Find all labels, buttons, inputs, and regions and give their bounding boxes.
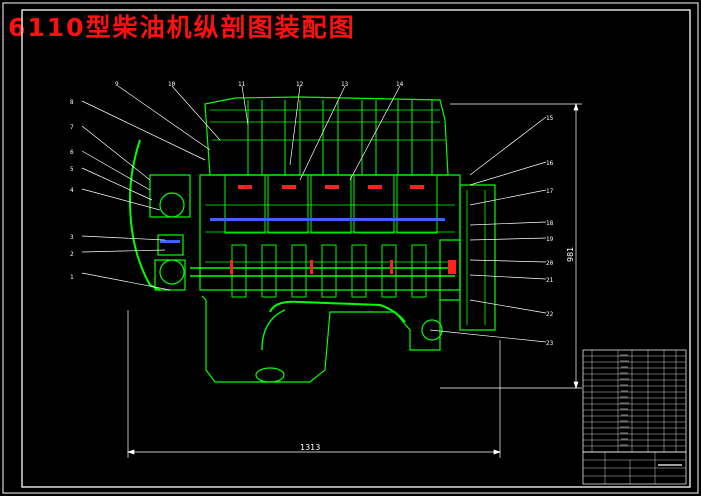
dimension-lines [126,102,582,458]
part-label: 8 [70,99,74,106]
title-block [582,451,687,485]
part-labels: 1 2 3 4 5 6 7 8 9 10 11 12 13 14 15 16 1… [70,81,554,347]
parts-list-marks [620,354,629,446]
inner-border [21,9,691,488]
part-label: 21 [546,277,554,284]
part-label: 22 [546,311,554,318]
part-label: 17 [546,188,554,195]
part-label: 14 [396,81,404,88]
drawing-title: 6110型柴油机纵剖图装配图 [8,13,356,42]
part-label: 3 [70,234,74,241]
part-label: 7 [70,124,74,131]
accent-parts [160,218,445,243]
part-label: 18 [546,220,554,227]
highlight-parts [230,185,456,274]
part-label: 1 [70,274,74,281]
part-label: 2 [70,251,74,258]
part-label: 10 [168,81,176,88]
dimension-height: 981 [566,247,575,262]
part-label: 5 [70,166,74,173]
part-label: 15 [546,115,554,122]
part-label: 13 [341,81,349,88]
part-label: 9 [115,81,119,88]
engine-section [128,96,496,383]
part-label: 19 [546,236,554,243]
oil-pan [201,295,441,383]
part-label: 4 [70,187,74,194]
part-label: 11 [238,81,246,88]
fan-belt [128,139,161,291]
parts-list-table [582,349,687,453]
flywheel-housing [459,184,496,331]
part-label: 20 [546,260,554,267]
part-label: 6 [70,149,74,156]
dimension-length: 1313 [300,443,320,452]
leader-lines [81,85,547,343]
part-label: 12 [296,81,304,88]
part-label: 23 [546,340,554,347]
part-label: 16 [546,160,554,167]
